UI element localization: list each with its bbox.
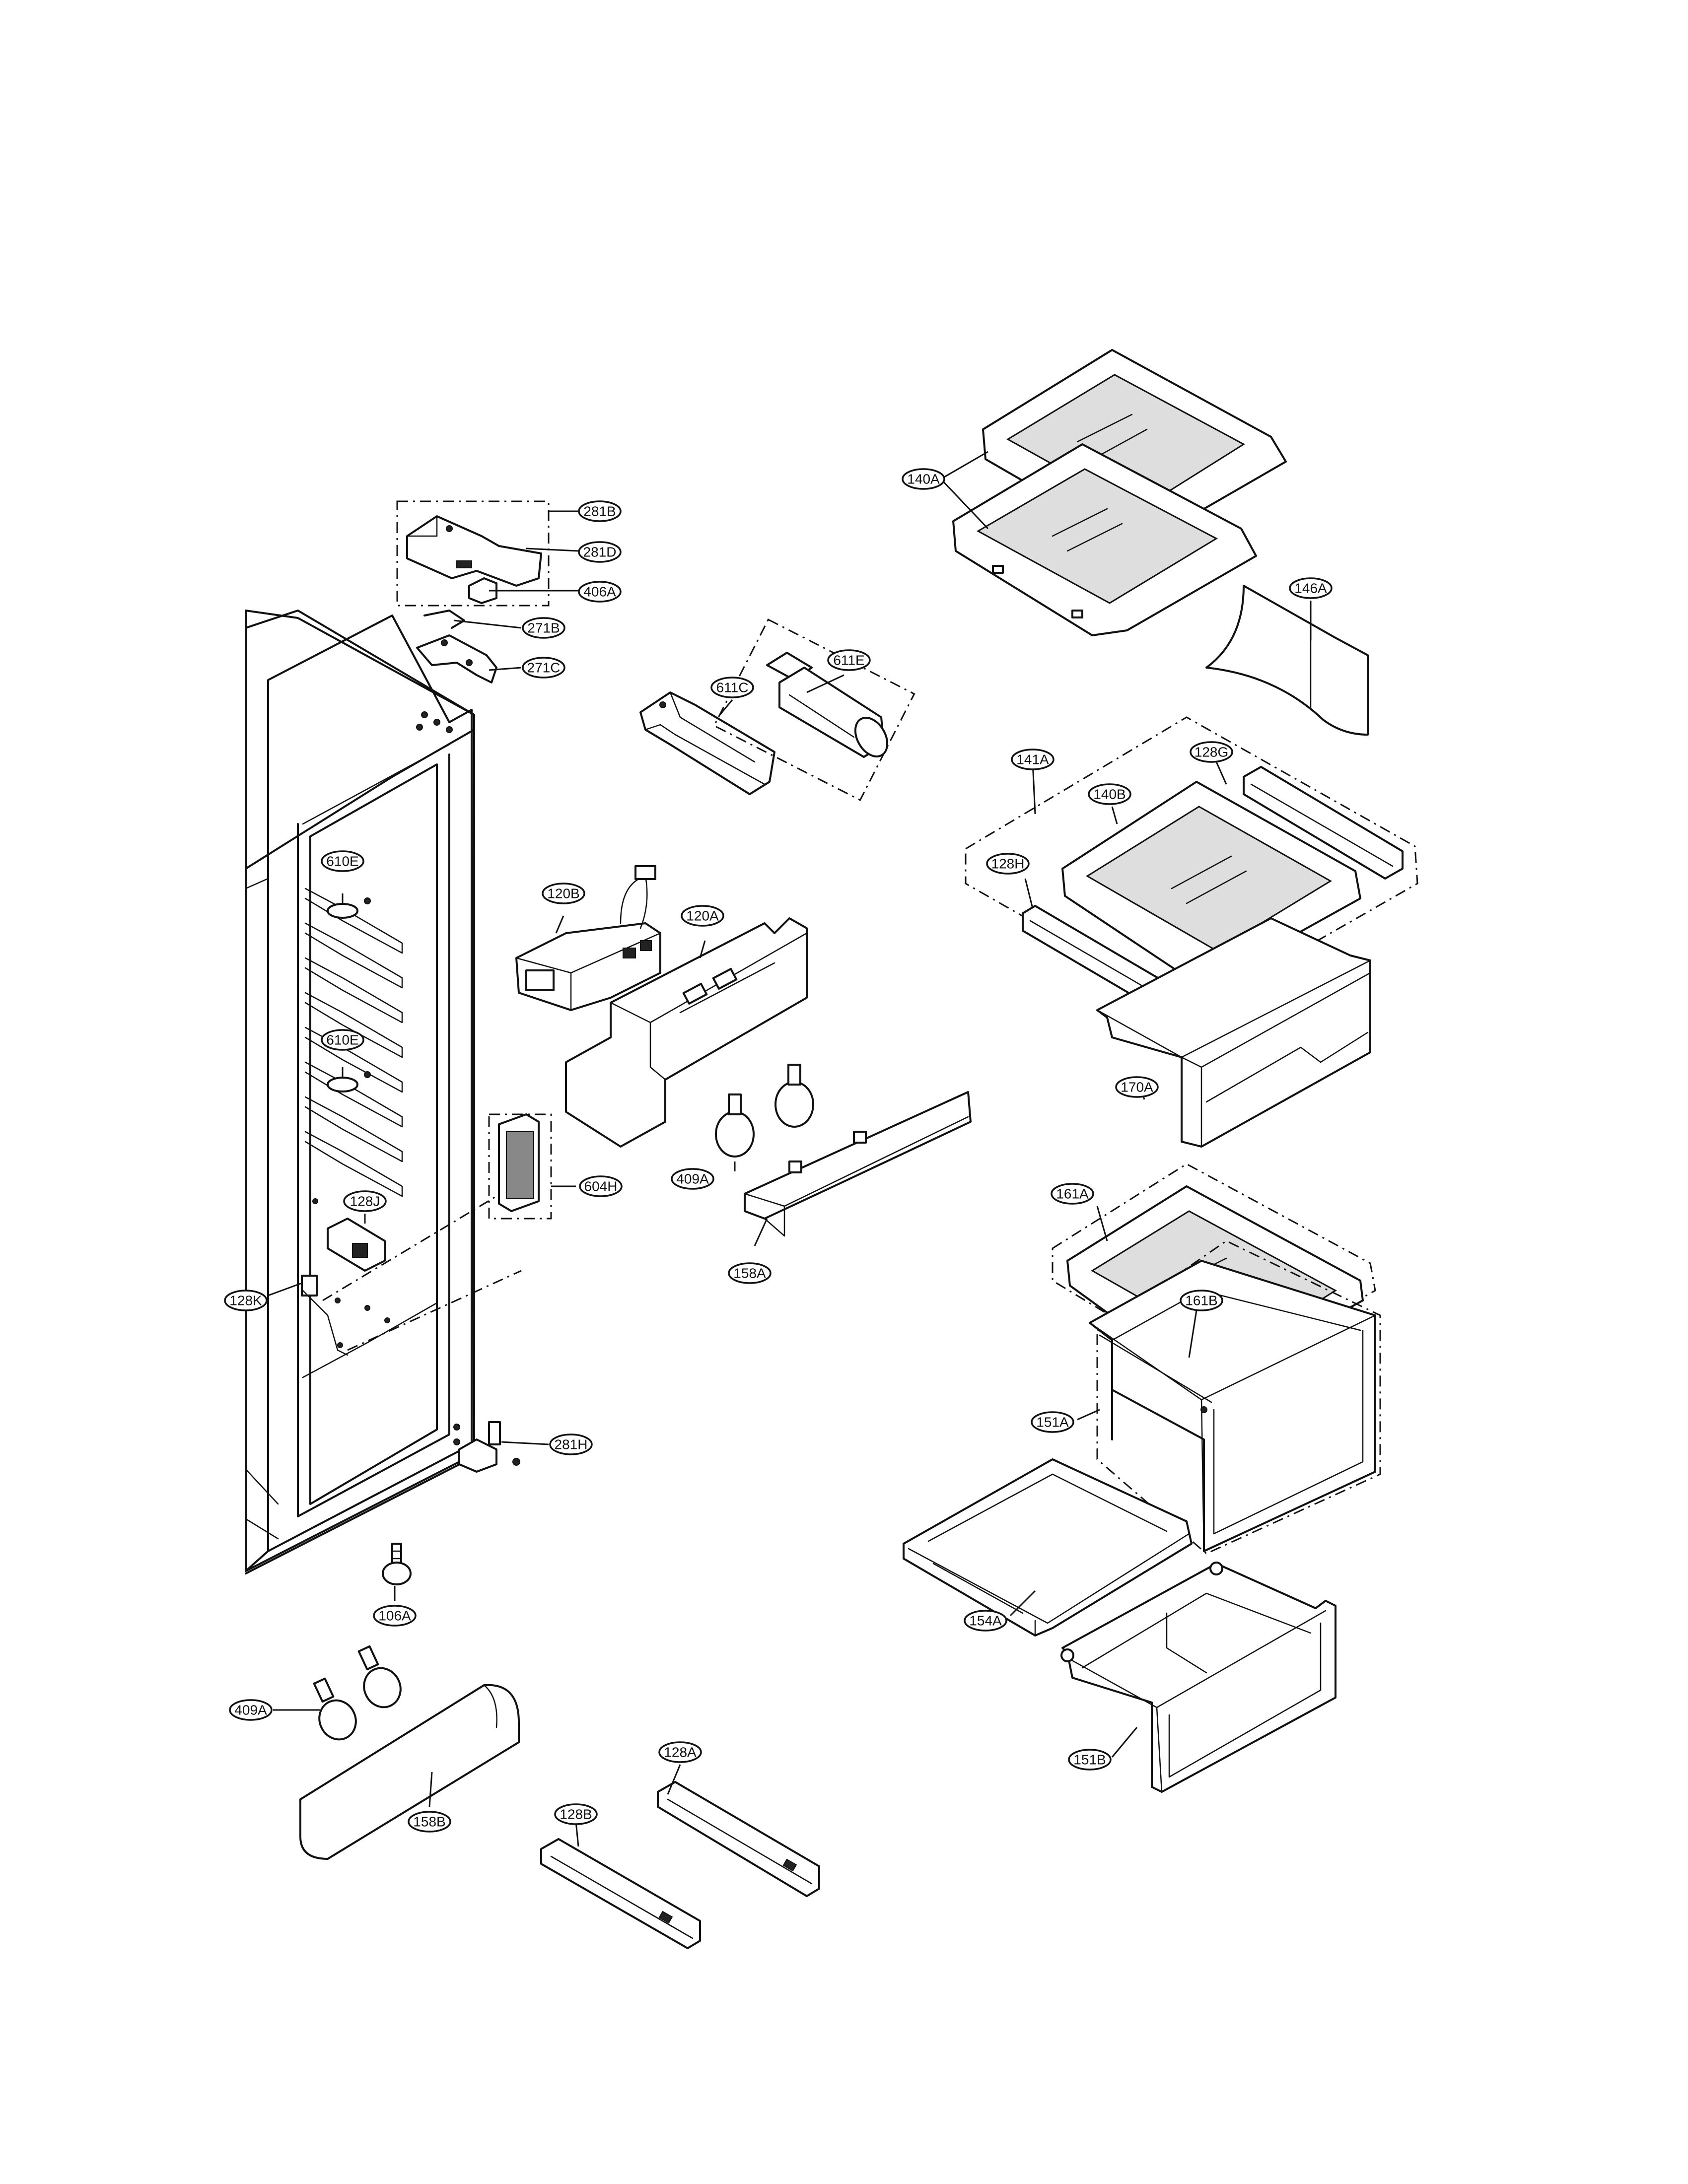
- callout-610E-bottom: 610E: [321, 1029, 364, 1051]
- callout-140B: 140B: [1088, 783, 1131, 805]
- label-154A: 154A: [969, 1613, 1002, 1629]
- clip-610E-top: [327, 903, 358, 919]
- label-611E: 611E: [833, 653, 864, 668]
- bracket-271C: [416, 634, 497, 683]
- rail-128A: [657, 1781, 820, 1897]
- callout-154A: 154A: [964, 1610, 1007, 1632]
- refrigerator-cabinet: [245, 610, 522, 1574]
- callout-158A: 158A: [728, 1262, 772, 1284]
- callout-128G: 128G: [1190, 741, 1233, 763]
- callout-128J: 128J: [343, 1190, 387, 1212]
- label-170A: 170A: [1121, 1080, 1153, 1095]
- label-409A-bottom: 409A: [234, 1703, 267, 1718]
- callout-120A: 120A: [681, 905, 724, 927]
- callout-604H: 604H: [579, 1175, 623, 1197]
- callout-281D: 281D: [578, 541, 622, 563]
- callout-610E-top: 610E: [321, 850, 364, 872]
- callout-128B: 128B: [554, 1803, 598, 1825]
- drawer-170A: [1096, 917, 1371, 1148]
- bracket-271B: [423, 610, 465, 629]
- callout-161A: 161A: [1051, 1183, 1094, 1205]
- label-106A: 106A: [378, 1608, 411, 1624]
- label-146A: 146A: [1294, 581, 1327, 596]
- cover-154A: [903, 1458, 1193, 1637]
- label-409A-middle: 409A: [676, 1171, 709, 1187]
- callout-409A-middle: 409A: [671, 1168, 714, 1190]
- callout-611E: 611E: [827, 649, 871, 671]
- callout-146A: 146A: [1289, 577, 1333, 599]
- callout-409A-bottom: 409A: [229, 1699, 273, 1721]
- label-604H: 604H: [584, 1179, 618, 1194]
- label-611C: 611C: [716, 680, 749, 695]
- callout-281H: 281H: [549, 1433, 593, 1455]
- drawer-151B: [1060, 1562, 1336, 1793]
- callout-271B: 271B: [522, 617, 565, 639]
- callout-170A: 170A: [1115, 1076, 1159, 1098]
- label-281H: 281H: [555, 1437, 588, 1452]
- callout-406A: 406A: [578, 581, 622, 603]
- water-filter-611E: [713, 618, 915, 801]
- callout-128H: 128H: [986, 853, 1030, 875]
- label-610E-top: 610E: [326, 854, 358, 869]
- label-406A: 406A: [583, 584, 616, 600]
- label-161A: 161A: [1056, 1186, 1089, 1202]
- ice-bracket-120A: [565, 917, 808, 1148]
- label-128G: 128G: [1195, 745, 1229, 760]
- label-141A: 141A: [1016, 752, 1049, 767]
- label-120A: 120A: [686, 908, 719, 924]
- leveling-foot-106A: [382, 1543, 412, 1585]
- label-161B: 161B: [1185, 1293, 1217, 1308]
- callout-281B: 281B: [578, 500, 622, 522]
- label-151B: 151B: [1073, 1752, 1106, 1768]
- bracket-128J: [327, 1218, 386, 1272]
- callout-161B: 161B: [1180, 1290, 1223, 1311]
- divider-146A: [1205, 585, 1369, 736]
- label-140A: 140A: [907, 472, 940, 487]
- lamp-cover-158A: [744, 1091, 972, 1237]
- ice-module-120B: [515, 865, 661, 1011]
- shelf-140A: [952, 349, 1287, 636]
- label-271C: 271C: [527, 660, 561, 676]
- deodorizer-604H: [488, 1113, 552, 1220]
- callout-120B: 120B: [542, 883, 585, 904]
- callout-271C: 271C: [522, 657, 565, 679]
- lamp-409A-bottom: [313, 1645, 402, 1741]
- label-128B: 128B: [560, 1807, 592, 1822]
- callout-611C: 611C: [710, 677, 754, 698]
- control-box-assembly-281B: [396, 500, 550, 607]
- label-158B: 158B: [413, 1814, 445, 1830]
- lamp-cover-158B: [299, 1684, 520, 1860]
- label-281B: 281B: [583, 504, 616, 519]
- callout-151B: 151B: [1068, 1749, 1112, 1771]
- drawer-frame-151A: [1089, 1240, 1381, 1555]
- filter-housing-611C: [639, 691, 775, 795]
- label-120B: 120B: [547, 886, 579, 901]
- callout-128A: 128A: [658, 1741, 702, 1763]
- label-158A: 158A: [733, 1266, 766, 1281]
- label-271B: 271B: [527, 620, 560, 636]
- callout-158B: 158B: [408, 1811, 451, 1833]
- callout-128K: 128K: [224, 1290, 268, 1311]
- callout-151A: 151A: [1031, 1411, 1074, 1433]
- label-128H: 128H: [991, 856, 1025, 872]
- hinge-281H: [458, 1421, 520, 1473]
- label-151A: 151A: [1036, 1415, 1069, 1430]
- callout-106A: 106A: [373, 1605, 417, 1627]
- rail-128B: [540, 1838, 701, 1949]
- callout-140A: 140A: [902, 468, 945, 490]
- label-128K: 128K: [229, 1293, 262, 1308]
- label-281D: 281D: [583, 545, 617, 560]
- label-128J: 128J: [350, 1194, 380, 1209]
- lamp-409A-middle: [715, 1064, 814, 1158]
- rail-128G: [1243, 766, 1404, 880]
- label-128A: 128A: [664, 1745, 697, 1760]
- label-140B: 140B: [1093, 787, 1125, 802]
- label-610E-bottom: 610E: [326, 1032, 358, 1048]
- clip-610E-bottom: [327, 1077, 358, 1092]
- callout-141A: 141A: [1011, 749, 1055, 770]
